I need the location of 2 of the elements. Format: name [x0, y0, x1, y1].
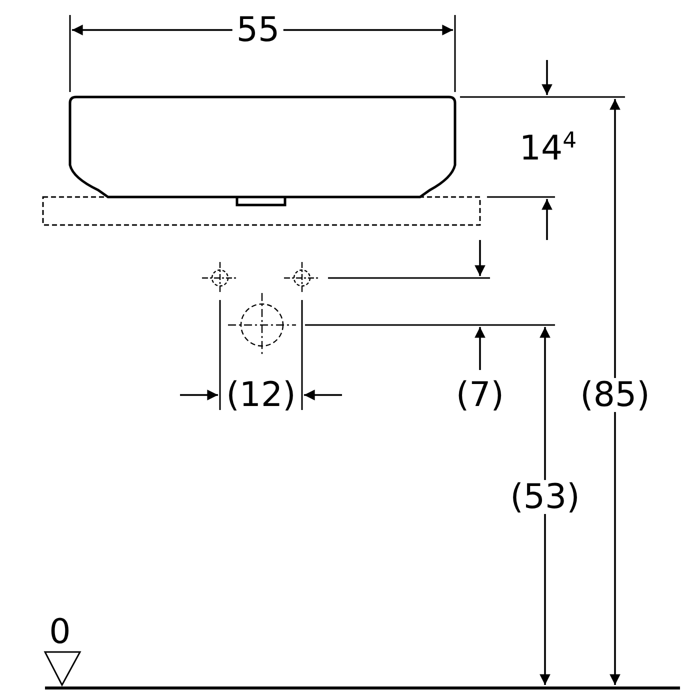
dimension-label: 14$^{4}$ [518, 130, 578, 166]
level-label: 0 [48, 615, 72, 649]
